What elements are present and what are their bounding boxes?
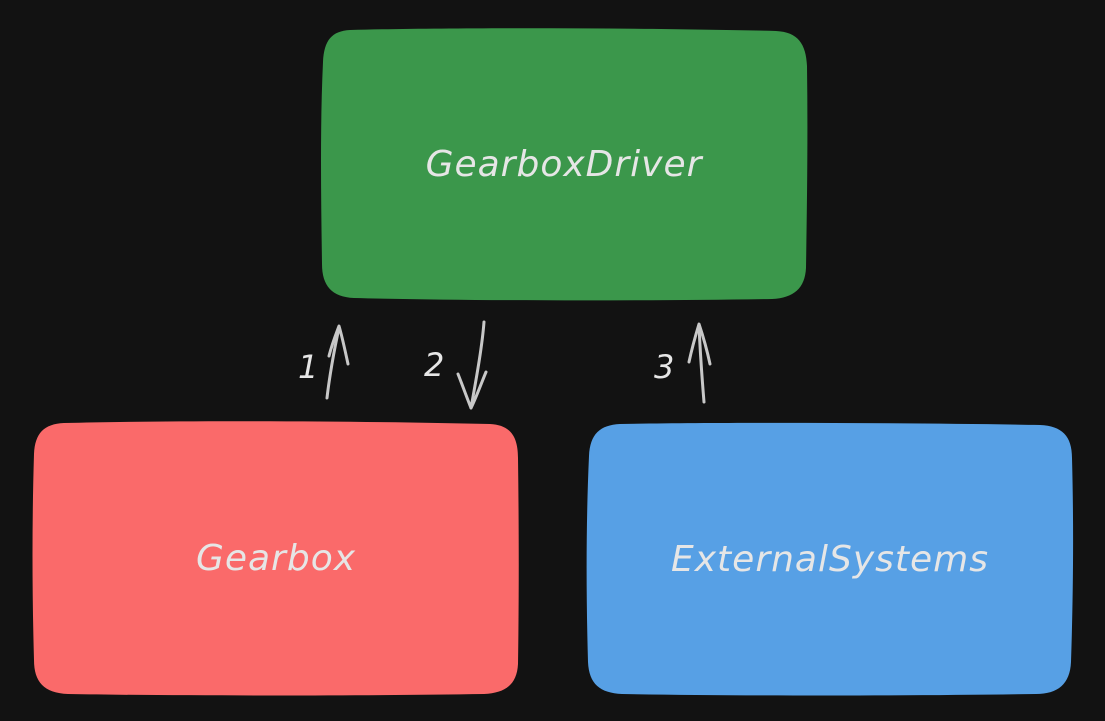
edge-2-label: 2 (424, 346, 445, 384)
gearbox-driver-label: GearboxDriver (425, 143, 703, 185)
gearbox-driver-node[interactable]: GearboxDriver (320, 26, 808, 302)
edge-1-label: 1 (298, 348, 319, 386)
edge-2-arrow-down-icon[interactable] (454, 318, 494, 414)
external-systems-shape (586, 422, 1074, 696)
external-systems-node[interactable]: ExternalSystems (586, 422, 1074, 696)
gearbox-label: Gearbox (195, 537, 357, 579)
gearbox-driver-shape (321, 28, 808, 301)
edge-3-arrow-up-icon[interactable] (682, 318, 722, 408)
edge-1-arrow-up-icon[interactable] (318, 320, 358, 406)
external-systems-label: ExternalSystems (671, 538, 989, 580)
edge-3-label: 3 (654, 348, 675, 386)
gearbox-shape (32, 421, 519, 696)
gearbox-node[interactable]: Gearbox (32, 420, 520, 696)
